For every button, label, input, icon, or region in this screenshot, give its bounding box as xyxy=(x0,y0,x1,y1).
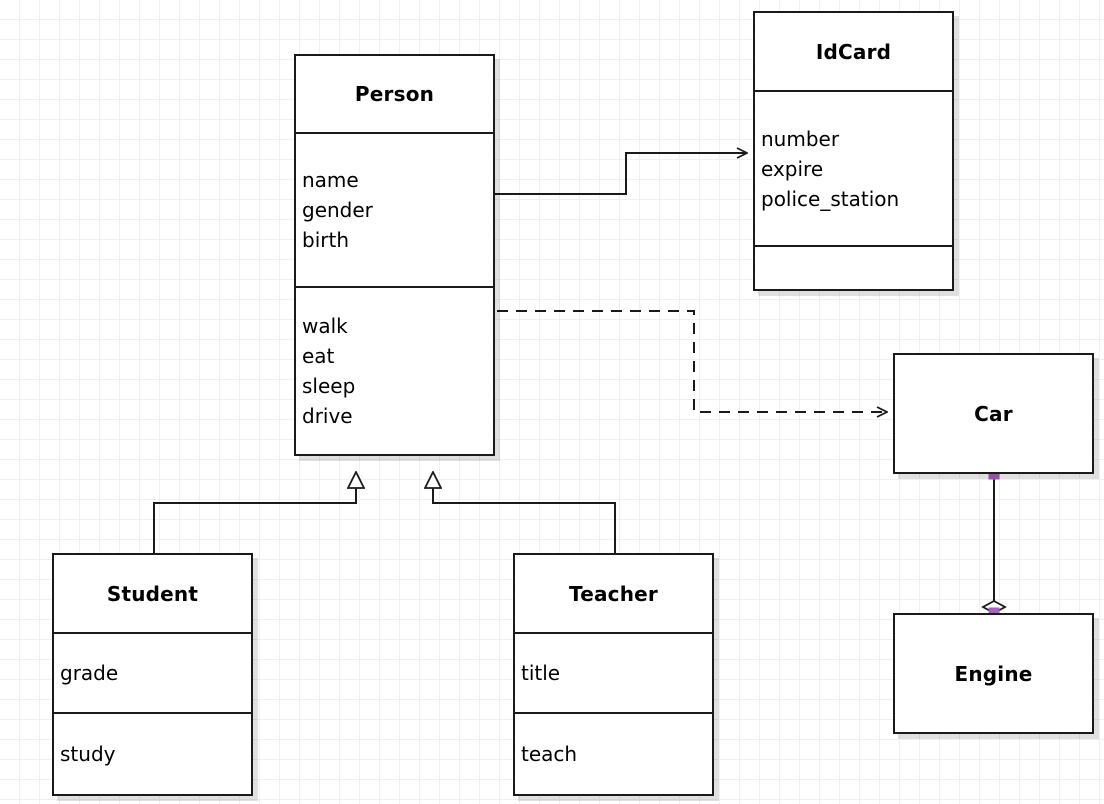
class-title-student: Student xyxy=(106,581,199,606)
class-name-compartment-person: Person xyxy=(296,56,493,132)
attribute-person-name: name xyxy=(302,167,359,192)
class-title-engine: Engine xyxy=(954,661,1033,686)
class-name-compartment-teacher: Teacher xyxy=(515,555,712,632)
attribute-student-grade: grade xyxy=(60,661,119,685)
operation-person-sleep: sleep xyxy=(302,373,356,398)
operations-compartment-teacher: teach xyxy=(515,712,712,794)
attribute-idcard-police_station: police_station xyxy=(761,186,900,211)
relationship-generalization-teacher-person[interactable] xyxy=(433,472,616,553)
class-title-teacher: Teacher xyxy=(569,581,658,606)
operation-person-drive: drive xyxy=(302,403,353,428)
attribute-idcard-expire: expire xyxy=(761,156,824,181)
attributes-compartment-teacher: title xyxy=(515,632,712,712)
class-box-idcard[interactable]: IdCard number expire police_station xyxy=(753,11,954,291)
class-box-engine[interactable]: Engine xyxy=(893,613,1094,734)
operations-compartment-person: walk eat sleep drive xyxy=(296,285,493,454)
class-box-person[interactable]: Person name gender birth walk eat sleep drive xyxy=(294,54,495,456)
attribute-idcard-number: number xyxy=(761,126,840,151)
relationship-association-person-idcard[interactable] xyxy=(495,153,747,195)
class-name-compartment-car: Car xyxy=(895,355,1092,472)
attributes-compartment-person: name gender birth xyxy=(296,132,493,285)
operations-compartment-student: study xyxy=(54,712,251,794)
relationship-generalization-student-person[interactable] xyxy=(153,472,356,553)
class-box-teacher[interactable]: Teacher title teach xyxy=(513,553,714,796)
operation-student-study: study xyxy=(60,742,116,766)
class-box-student[interactable]: Student grade study xyxy=(52,553,253,796)
operation-teacher-teach: teach xyxy=(521,742,578,766)
class-box-car[interactable]: Car xyxy=(893,353,1094,474)
class-title-idcard: IdCard xyxy=(815,39,892,64)
relationship-dependency-person-car[interactable] xyxy=(497,310,887,412)
attribute-person-birth: birth xyxy=(302,227,349,252)
class-name-compartment-idcard: IdCard xyxy=(755,13,952,90)
operation-person-eat: eat xyxy=(302,343,335,368)
class-title-person: Person xyxy=(354,82,435,107)
operation-person-walk: walk xyxy=(302,313,348,338)
attribute-person-gender: gender xyxy=(302,197,373,222)
attributes-compartment-student: grade xyxy=(54,632,251,712)
operations-compartment-idcard xyxy=(755,245,952,289)
attributes-compartment-idcard: number expire police_station xyxy=(755,90,952,245)
class-title-car: Car xyxy=(974,401,1013,426)
class-name-compartment-engine: Engine xyxy=(895,615,1092,732)
class-name-compartment-student: Student xyxy=(54,555,251,632)
attribute-teacher-title: title xyxy=(521,661,561,685)
